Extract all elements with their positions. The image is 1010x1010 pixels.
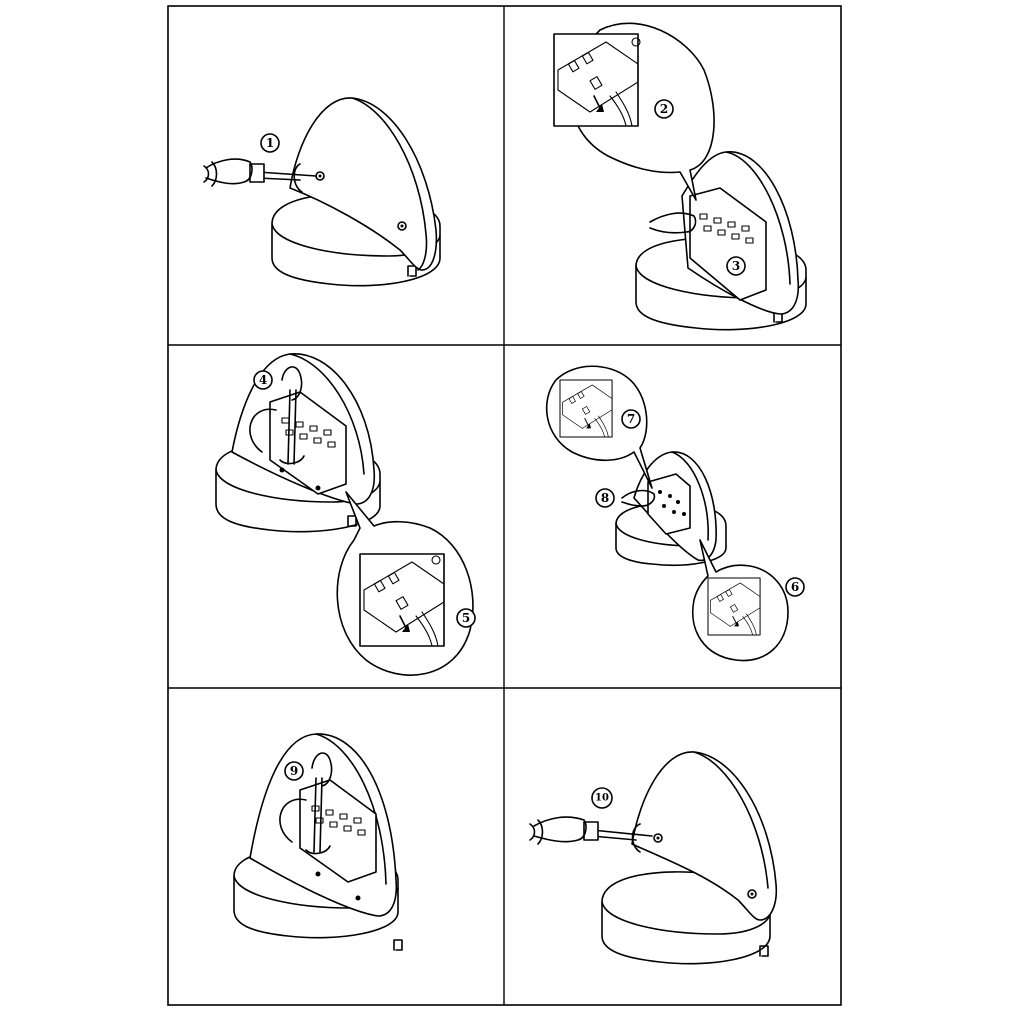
panel-5-reconnect-wire <box>233 733 403 951</box>
panel-2-detach-plate <box>553 22 807 331</box>
step-badge-6: 6 <box>785 577 805 597</box>
panel-grid <box>167 5 842 1006</box>
step-badge-3-text: 3 <box>732 259 740 273</box>
step-badge-10: 10 <box>591 787 613 809</box>
step-badge-7: 7 <box>621 409 641 429</box>
step-badge-6-text: 6 <box>791 580 799 594</box>
step-badge-5-text: 5 <box>462 611 470 625</box>
step-badge-7-text: 7 <box>627 412 635 426</box>
panel-4-connect-new <box>545 365 789 662</box>
step-badge-8: 8 <box>595 488 615 508</box>
step-badge-3: 3 <box>726 256 746 276</box>
step-badge-4-text: 4 <box>259 373 267 387</box>
step-badge-1-text: 1 <box>266 136 274 150</box>
step-badge-1: 1 <box>260 133 280 153</box>
step-badge-5: 5 <box>456 608 476 628</box>
step-badge-2-text: 2 <box>660 102 668 116</box>
step-badge-10-text: 10 <box>595 793 609 804</box>
step-badge-8-text: 8 <box>601 491 609 505</box>
step-badge-9: 9 <box>284 761 304 781</box>
panel-6-fasten-screw <box>529 751 778 965</box>
step-badge-4: 4 <box>253 370 273 390</box>
step-badge-2: 2 <box>654 99 674 119</box>
panel-3-disconnect-wire <box>215 353 474 676</box>
panel-1-remove-screw <box>203 97 441 287</box>
step-badge-9-text: 9 <box>290 764 298 778</box>
